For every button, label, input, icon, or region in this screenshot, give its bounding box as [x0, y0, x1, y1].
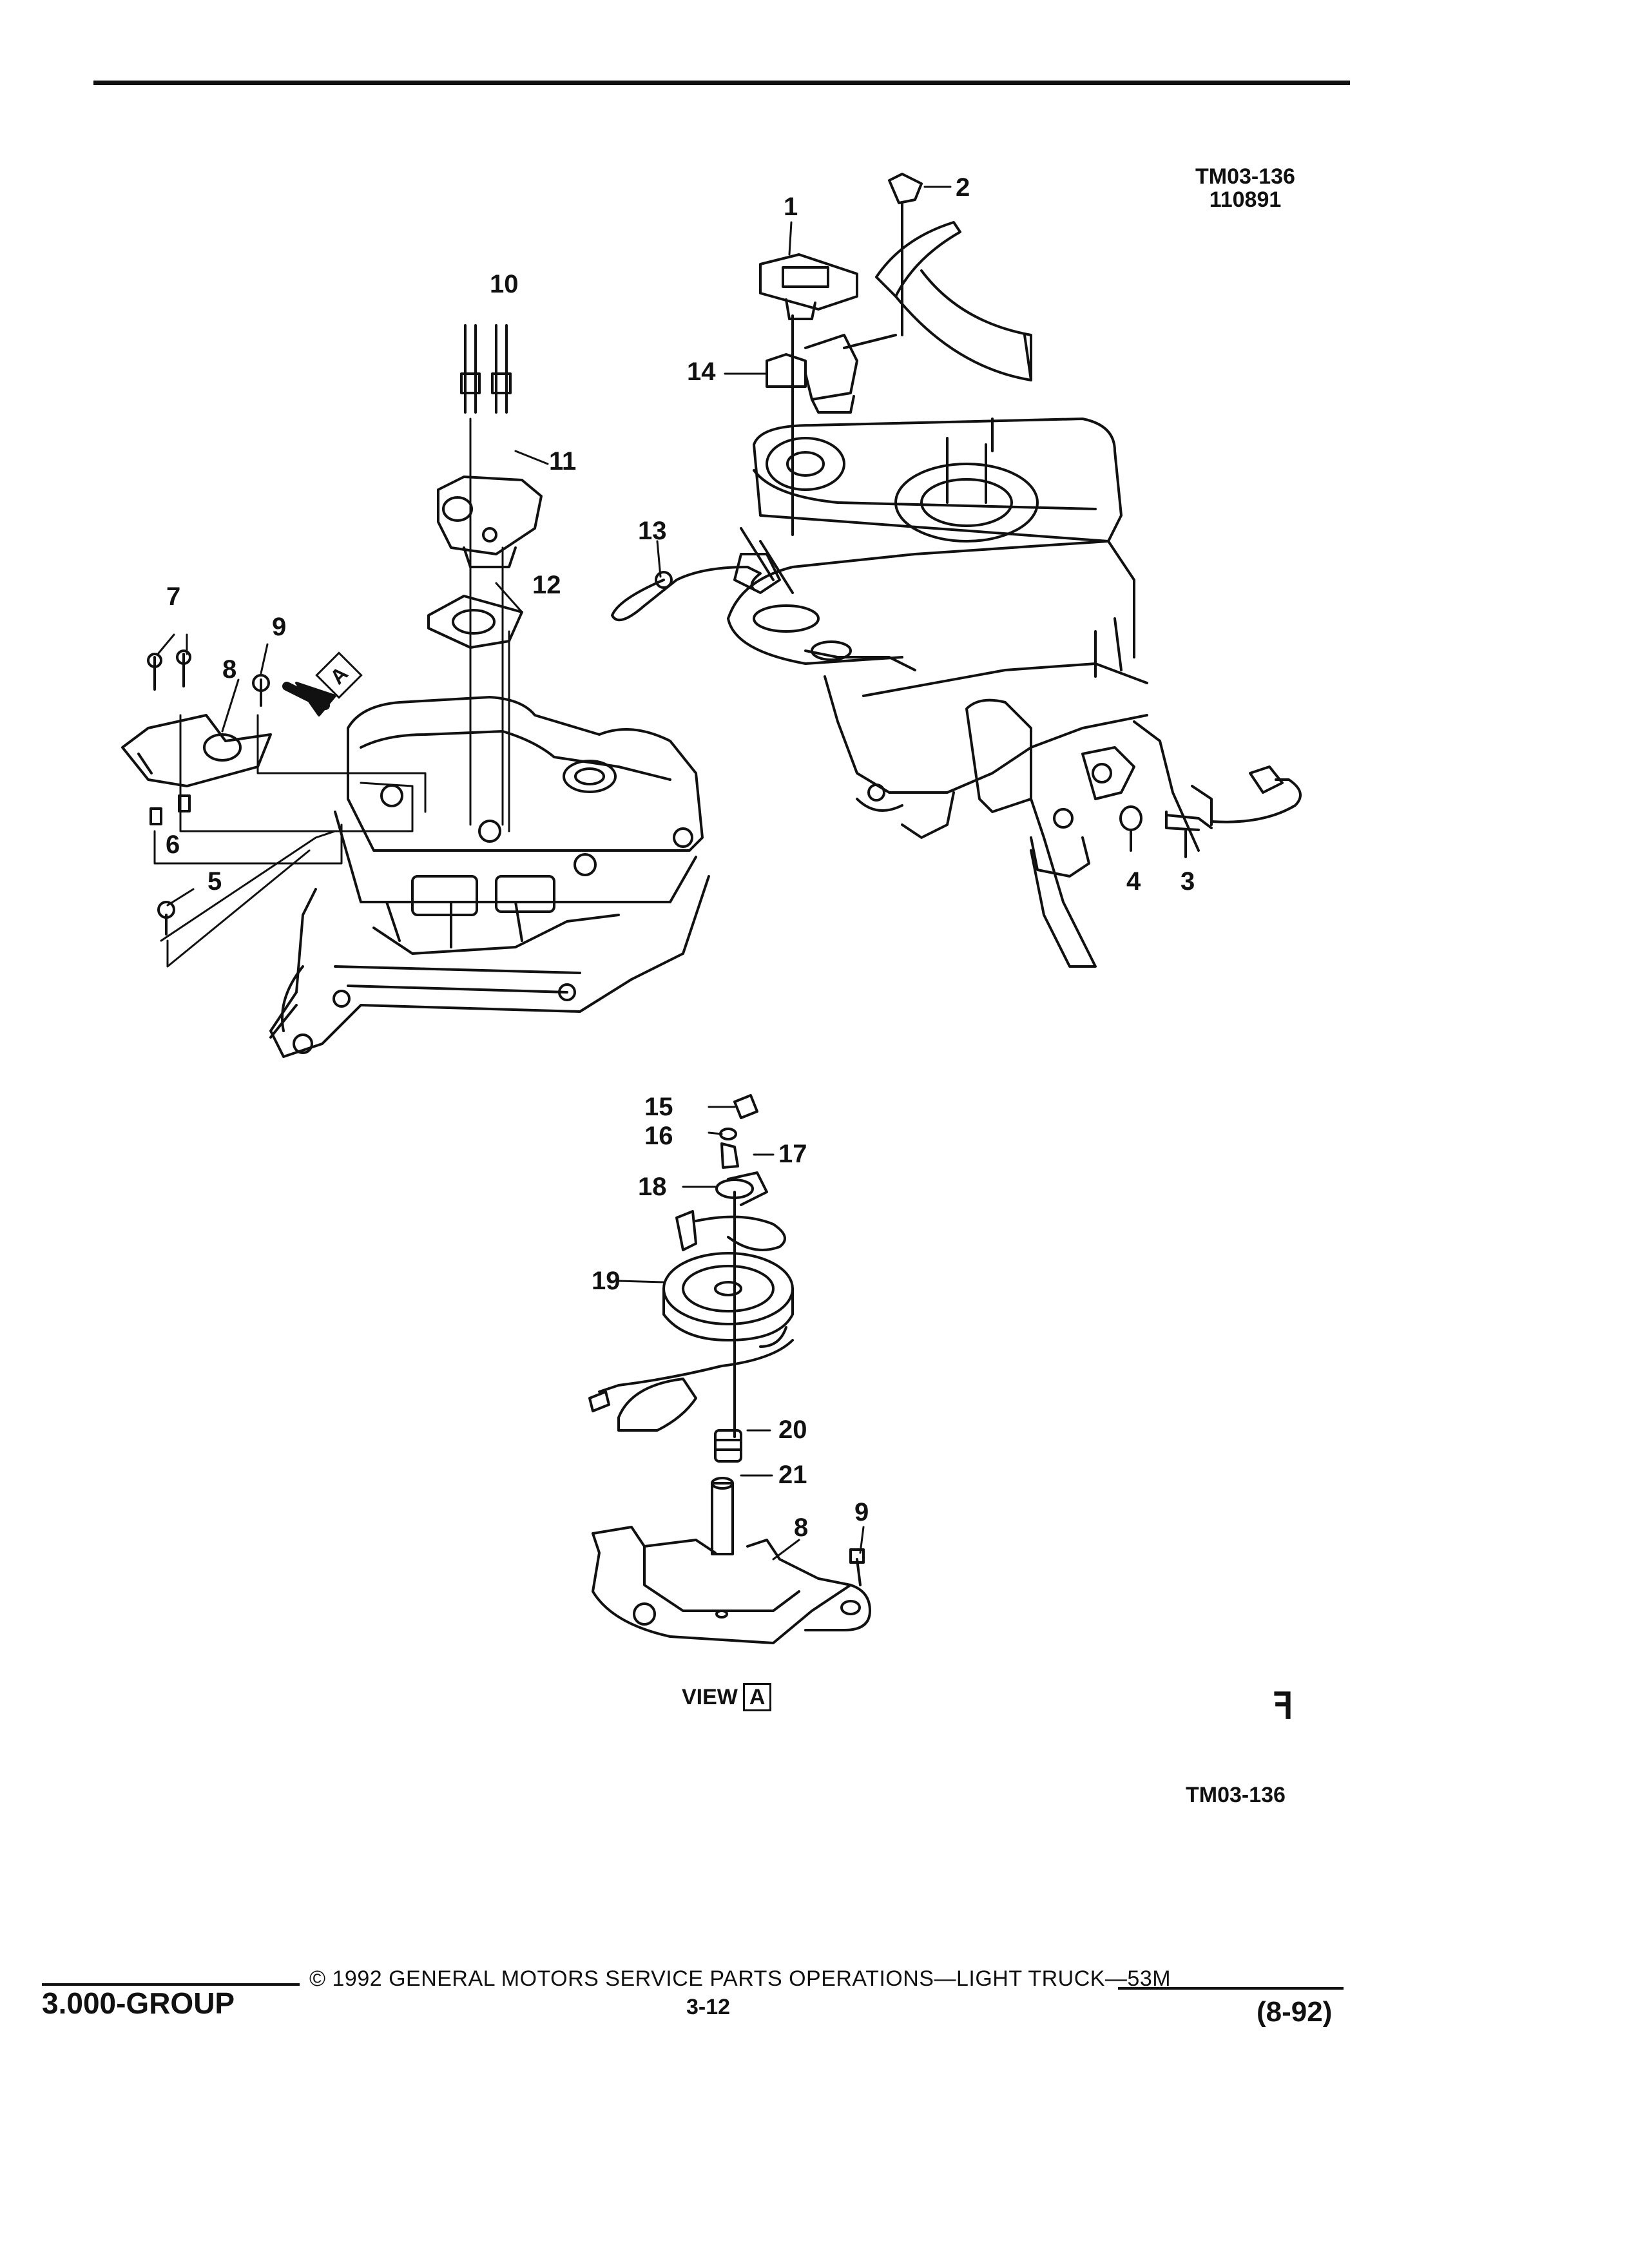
callout-8: 8	[222, 655, 237, 684]
callout-20: 20	[778, 1416, 807, 1444]
part-3-4-sensor	[1119, 765, 1302, 858]
callout-10: 10	[490, 270, 519, 298]
figure-code-header: TM03-136 110891	[1195, 165, 1295, 211]
callout-1: 1	[784, 193, 798, 221]
footer-page-number: 3-12	[686, 1995, 731, 2019]
figure-code: TM03-136	[1195, 164, 1295, 189]
part-1-module	[759, 253, 858, 536]
footer-group: 3.000-GROUP	[42, 1986, 235, 2020]
callout-13: 13	[638, 517, 667, 545]
part-2-shield	[875, 173, 1032, 381]
callout-21: 21	[778, 1461, 807, 1489]
callout-19: 19	[592, 1267, 621, 1295]
callout-9-view-a: 9	[854, 1498, 869, 1526]
callout-15: 15	[644, 1093, 673, 1121]
callout-6: 6	[166, 831, 180, 859]
footer-left-rule	[42, 1983, 300, 1986]
footer-copyright: © 1992 GENERAL MOTORS SERVICE PARTS OPER…	[309, 1966, 1171, 1991]
callout-17: 17	[778, 1140, 807, 1168]
bolts-7-9-5-6	[147, 649, 270, 936]
part-8-bracket	[121, 714, 272, 787]
callout-11: 11	[549, 447, 577, 476]
callout-18: 18	[638, 1173, 667, 1201]
callout-5: 5	[207, 867, 222, 896]
gm-logo-icon: ꟻ	[1273, 1686, 1294, 1726]
leader-lines	[157, 186, 952, 1561]
guide-lines-left	[153, 418, 510, 968]
callout-7: 7	[166, 582, 181, 611]
figure-date: 110891	[1209, 187, 1282, 212]
callout-14: 14	[687, 358, 716, 386]
studs-10	[460, 324, 512, 414]
footer-date: (8-92)	[1257, 1996, 1333, 2028]
view-label-letter: A	[742, 1683, 772, 1711]
callout-8-view-a: 8	[794, 1514, 809, 1542]
callout-12: 12	[532, 571, 561, 599]
engine-right-assembly	[727, 418, 1213, 968]
footer-right-rule	[1118, 1987, 1344, 1990]
callout-16: 16	[644, 1122, 673, 1150]
callout-2: 2	[956, 173, 970, 202]
part-11	[437, 476, 543, 568]
view-arrow-shaft	[282, 682, 330, 710]
view-label-text: VIEW	[682, 1685, 738, 1709]
top-rule	[93, 81, 1350, 85]
callout-4: 4	[1126, 867, 1141, 896]
view-a-assembly	[588, 1094, 871, 1644]
callout-9: 9	[272, 613, 287, 641]
engine-left-assembly	[269, 696, 710, 1058]
figure-code-bottom: TM03-136	[1186, 1783, 1286, 1807]
part-14-bracket	[766, 334, 897, 414]
part-12	[427, 595, 523, 649]
part-13-sensor	[611, 566, 762, 622]
callout-3: 3	[1181, 867, 1195, 896]
